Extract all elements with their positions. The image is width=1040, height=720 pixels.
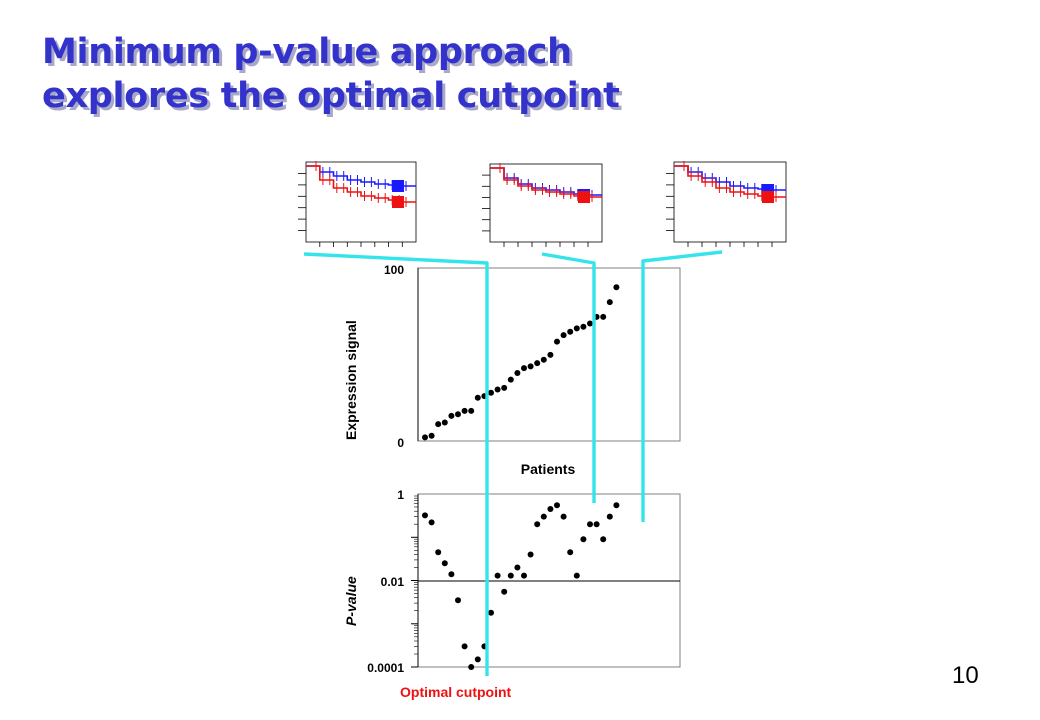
expression-point <box>547 351 554 358</box>
pvalue-point <box>441 560 448 567</box>
cutpoint-connectors <box>303 250 723 676</box>
pvalue-point <box>600 536 607 543</box>
survival-panel-2 <box>482 163 603 247</box>
expression-x-label: Patients <box>521 461 576 477</box>
page-title: Minimum p-value approach explores the op… <box>42 30 620 118</box>
pvalue-plot: 1 0.01 0.0001 P-value <box>343 488 681 675</box>
pvalue-point <box>422 512 428 519</box>
pvalue-tick-0.0001: 0.0001 <box>367 661 404 675</box>
expression-point <box>422 434 428 441</box>
expression-point <box>468 407 475 414</box>
expression-point <box>441 419 448 426</box>
expression-point <box>606 299 613 306</box>
pvalue-point <box>593 521 600 528</box>
expression-point <box>514 370 521 376</box>
pvalue-points <box>422 502 620 670</box>
expression-point <box>455 411 461 418</box>
pvalue-point <box>547 506 554 512</box>
page-number: 10 <box>952 662 979 689</box>
survival-curve-high-end-marker <box>392 180 404 192</box>
pvalue-minor-ticks <box>411 495 418 668</box>
pvalue-point <box>435 549 442 556</box>
expression-y-label: Expression signal <box>343 320 359 440</box>
expression-point <box>587 320 593 327</box>
pvalue-point <box>580 536 587 543</box>
survival-curves-panels <box>298 161 787 247</box>
title-line-2: explores the optimal cutpoint <box>42 76 620 116</box>
expression-point <box>560 332 567 339</box>
pvalue-point <box>474 656 481 663</box>
pvalue-point <box>488 609 494 616</box>
cutpoint-connector-1 <box>303 252 489 676</box>
pvalue-point <box>567 549 574 556</box>
expression-point <box>540 356 547 363</box>
expression-point <box>567 328 574 335</box>
pvalue-point <box>534 521 541 528</box>
expression-point <box>580 323 587 330</box>
pvalue-point <box>501 588 508 595</box>
title-line-1: Minimum p-value approach <box>42 32 572 72</box>
survival-curve-low-end-marker <box>762 191 774 203</box>
expression-plot: 100 0 Expression signal Patients <box>343 263 681 477</box>
expression-tick-0: 0 <box>397 436 404 450</box>
pvalue-tick-1: 1 <box>397 488 404 502</box>
survival-curve-low-end-marker <box>392 196 404 208</box>
pvalue-point <box>554 502 560 509</box>
survival-panel-3 <box>666 161 787 247</box>
pvalue-point <box>527 551 534 558</box>
pvalue-tick-0.01: 0.01 <box>381 575 405 589</box>
expression-point <box>461 407 468 414</box>
expression-point <box>448 412 455 419</box>
expression-point <box>600 313 607 320</box>
pvalue-point <box>455 597 461 604</box>
expression-point <box>494 386 501 393</box>
expression-point <box>428 432 435 439</box>
expression-tick-100: 100 <box>384 263 404 277</box>
pvalue-point <box>448 571 455 578</box>
expression-point <box>435 421 442 428</box>
pvalue-point <box>428 519 435 526</box>
expression-point <box>501 384 508 391</box>
expression-point <box>613 284 620 291</box>
cutpoint-connector-2 <box>541 252 596 503</box>
pvalue-point <box>521 572 527 579</box>
pvalue-point <box>494 572 501 579</box>
survival-curve-low-end-marker <box>578 191 590 203</box>
pvalue-point <box>587 521 593 528</box>
survival-panel-1 <box>298 161 417 247</box>
pvalue-point <box>461 643 468 650</box>
expression-point <box>527 363 534 370</box>
expression-point <box>534 360 541 367</box>
pvalue-point <box>560 513 567 520</box>
pvalue-point <box>514 564 521 571</box>
expression-point <box>573 325 580 332</box>
pvalue-point <box>540 513 547 520</box>
expression-points <box>422 284 620 441</box>
optimal-cutpoint-label: Optimal cutpoint <box>400 684 512 700</box>
pvalue-y-label: P-value <box>343 576 359 626</box>
expression-point <box>507 376 514 383</box>
expression-point <box>488 389 494 396</box>
pvalue-point <box>507 572 514 579</box>
pvalue-point <box>468 664 475 670</box>
expression-point <box>474 394 481 401</box>
cutpoint-connector-3 <box>641 250 723 522</box>
pvalue-point <box>606 513 613 520</box>
expression-point <box>521 365 527 372</box>
pvalue-point <box>573 572 580 579</box>
pvalue-point <box>613 502 620 509</box>
expression-point <box>554 338 560 345</box>
